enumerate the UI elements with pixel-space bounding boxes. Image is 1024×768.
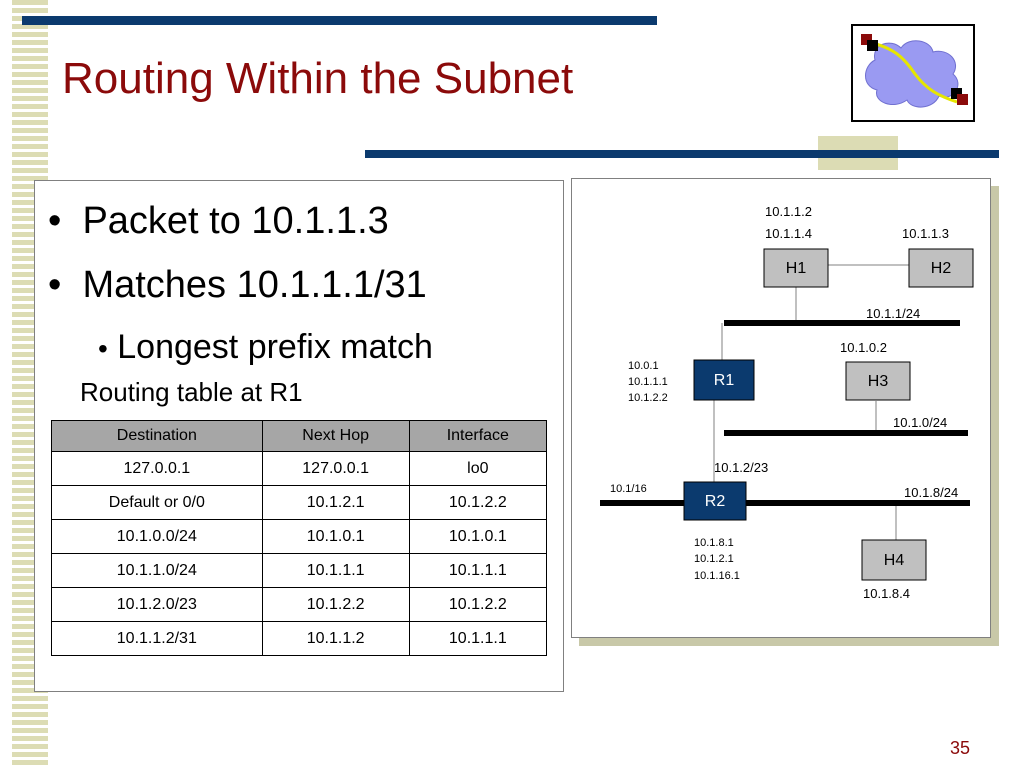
column-header: Destination <box>51 420 263 452</box>
routing-table: Destination Next Hop Interface 127.0.0.1… <box>51 420 548 656</box>
table-row: 10.1.0.0/24 10.1.0.1 10.1.0.1 <box>51 519 548 554</box>
title-bottom-bar <box>365 150 999 158</box>
routing-table-title: Routing table at R1 <box>80 377 303 407</box>
bullet-text: Matches 10.1.1.1/31 <box>82 264 427 306</box>
bullet-item: • Matches 10.1.1.1/31 <box>48 264 427 307</box>
host-h1 <box>763 248 829 288</box>
sub-bullet-text: Longest prefix match <box>117 328 433 366</box>
table-row: Default or 0/0 10.1.2.1 10.1.2.2 <box>51 485 548 520</box>
router-r2 <box>683 481 747 521</box>
h2-address: 10.1.1.3 <box>902 226 949 241</box>
h4-address: 10.1.8.4 <box>863 586 910 601</box>
h3-address: 10.1.0.2 <box>840 340 887 355</box>
host-h4-label: H4 <box>884 552 905 569</box>
table-cell: 10.1.1.2 <box>261 621 410 656</box>
router-r2-label: R2 <box>705 493 726 510</box>
network-cloud-logo <box>851 24 975 122</box>
subnet-label: 10.1.0/24 <box>893 415 947 430</box>
table-cell: 10.1.1.1 <box>408 621 548 656</box>
table-cell: 10.1.1.1 <box>261 553 410 588</box>
host-h3-label: H3 <box>868 373 889 390</box>
host-h2 <box>908 248 974 288</box>
router-r1 <box>693 359 755 401</box>
router-r1-label: R1 <box>714 372 735 389</box>
table-cell: 10.1.2.2 <box>261 587 410 622</box>
r2-address: 10.1.2.1 <box>694 553 734 565</box>
table-cell: 10.1.0.1 <box>408 519 548 554</box>
title-top-bar <box>22 16 657 25</box>
bullet-dot: • <box>98 333 108 364</box>
subnet-label: 10.1.2/23 <box>714 460 768 475</box>
h1-address: 10.1.1.4 <box>765 226 812 241</box>
host-h4 <box>861 539 927 581</box>
subnet-label: 10.1.1/24 <box>866 306 920 321</box>
host-h2-label: H2 <box>931 260 952 277</box>
cloud-icon <box>861 34 968 108</box>
table-cell: 10.1.1.2/31 <box>51 621 263 656</box>
r1-address: 10.0.1 <box>628 360 659 372</box>
column-header: Interface <box>408 420 548 452</box>
h1-address: 10.1.1.2 <box>765 204 812 219</box>
host-h1-label: H1 <box>786 260 807 277</box>
sub-bullet-item: • Longest prefix match <box>98 328 433 367</box>
table-cell: 127.0.0.1 <box>51 451 263 486</box>
bullet-item: • Packet to 10.1.1.3 <box>48 200 389 243</box>
page-title: Routing Within the Subnet <box>62 54 574 103</box>
r1-address: 10.1.1.1 <box>628 376 668 388</box>
host-h3 <box>845 361 911 401</box>
subnet-label: 10.1.8/24 <box>904 485 958 500</box>
decorative-margin <box>0 0 12 768</box>
bullet-dot: • <box>48 264 62 306</box>
table-cell: lo0 <box>408 451 548 486</box>
table-cell: 10.1.2.1 <box>261 485 410 520</box>
r1-address: 10.1.2.2 <box>628 392 668 404</box>
page-number: 35 <box>950 738 971 758</box>
r2-address: 10.1.16.1 <box>694 570 740 582</box>
table-header-row: Destination Next Hop Interface <box>51 420 548 452</box>
bullet-text: Packet to 10.1.1.3 <box>82 200 389 242</box>
subnet-label: 10.1/16 <box>610 483 647 495</box>
table-cell: 10.1.2.2 <box>408 485 548 520</box>
table-cell: 10.1.0.1 <box>261 519 410 554</box>
column-header: Next Hop <box>261 420 410 452</box>
bullet-dot: • <box>48 200 62 242</box>
table-row: 10.1.2.0/23 10.1.2.2 10.1.2.2 <box>51 587 548 622</box>
r2-address: 10.1.8.1 <box>694 537 734 549</box>
table-row: 10.1.1.2/31 10.1.1.2 10.1.1.1 <box>51 621 548 656</box>
